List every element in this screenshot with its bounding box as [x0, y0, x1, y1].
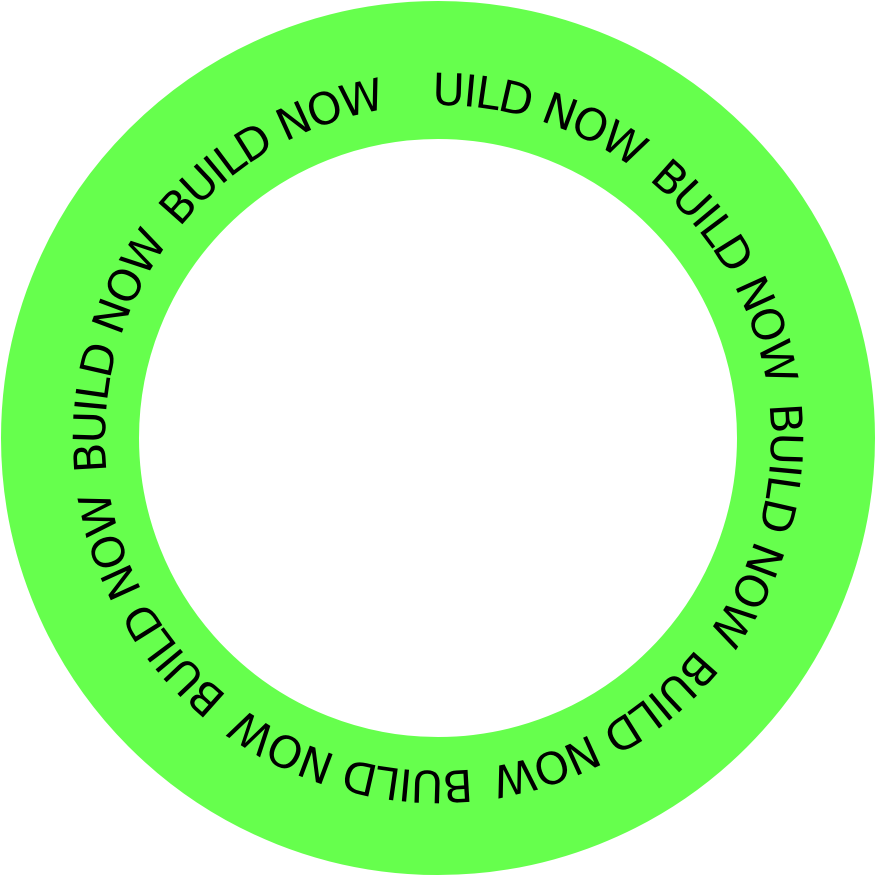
green-ring — [1, 1, 875, 875]
